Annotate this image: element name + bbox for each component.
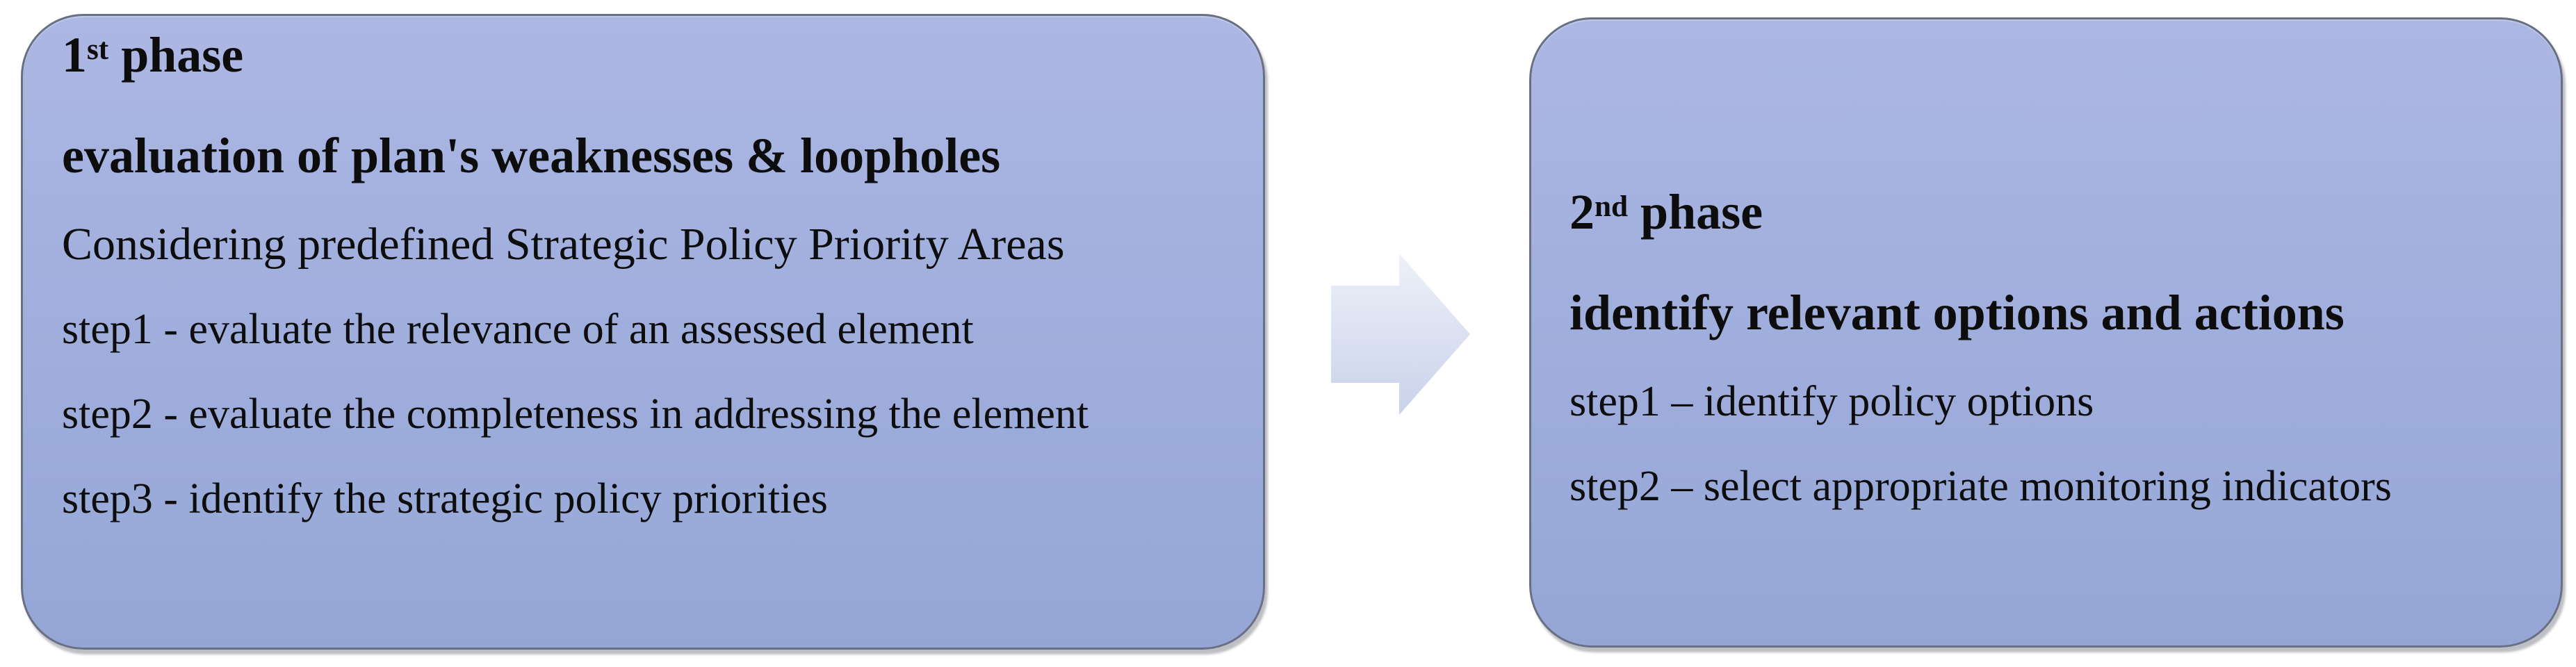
phase1-considering-text: Considering predefined Strategic Policy … bbox=[62, 219, 1065, 270]
phase1-step1: step1 - evaluate the relevance of an ass… bbox=[62, 306, 974, 353]
phase2-step2: step2 – select appropriate monitoring in… bbox=[1570, 463, 2392, 510]
phase2-title-number: 2 bbox=[1570, 184, 1595, 240]
phase2-content: 2nd phase identify relevant options and … bbox=[1531, 19, 2561, 645]
phase1-content: 1st phase evaluation of plan's weaknesse… bbox=[23, 16, 1263, 648]
phase1-title-word: phase bbox=[108, 27, 244, 83]
phase2-box: 2nd phase identify relevant options and … bbox=[1529, 17, 2563, 648]
phase1-box: 1st phase evaluation of plan's weaknesse… bbox=[21, 14, 1265, 650]
phase1-ordinal-suffix: st bbox=[87, 33, 109, 66]
phase1-step3: step3 - identify the strategic policy pr… bbox=[62, 475, 828, 522]
phase1-title-number: 1 bbox=[62, 27, 87, 83]
phase2-ordinal-suffix: nd bbox=[1595, 190, 1629, 223]
phase1-subtitle: evaluation of plan's weaknesses & loopho… bbox=[62, 128, 1001, 183]
right-arrow-icon bbox=[1331, 254, 1470, 415]
phase2-step1: step1 – identify policy options bbox=[1570, 378, 2094, 425]
phase1-step2: step2 - evaluate the completeness in add… bbox=[62, 390, 1089, 438]
phase2-title: 2nd phase bbox=[1570, 179, 2522, 253]
phase2-title-word: phase bbox=[1628, 184, 1763, 240]
phase1-title: 1st phase bbox=[62, 22, 1200, 96]
phase2-subtitle: identify relevant options and actions bbox=[1570, 285, 2345, 340]
